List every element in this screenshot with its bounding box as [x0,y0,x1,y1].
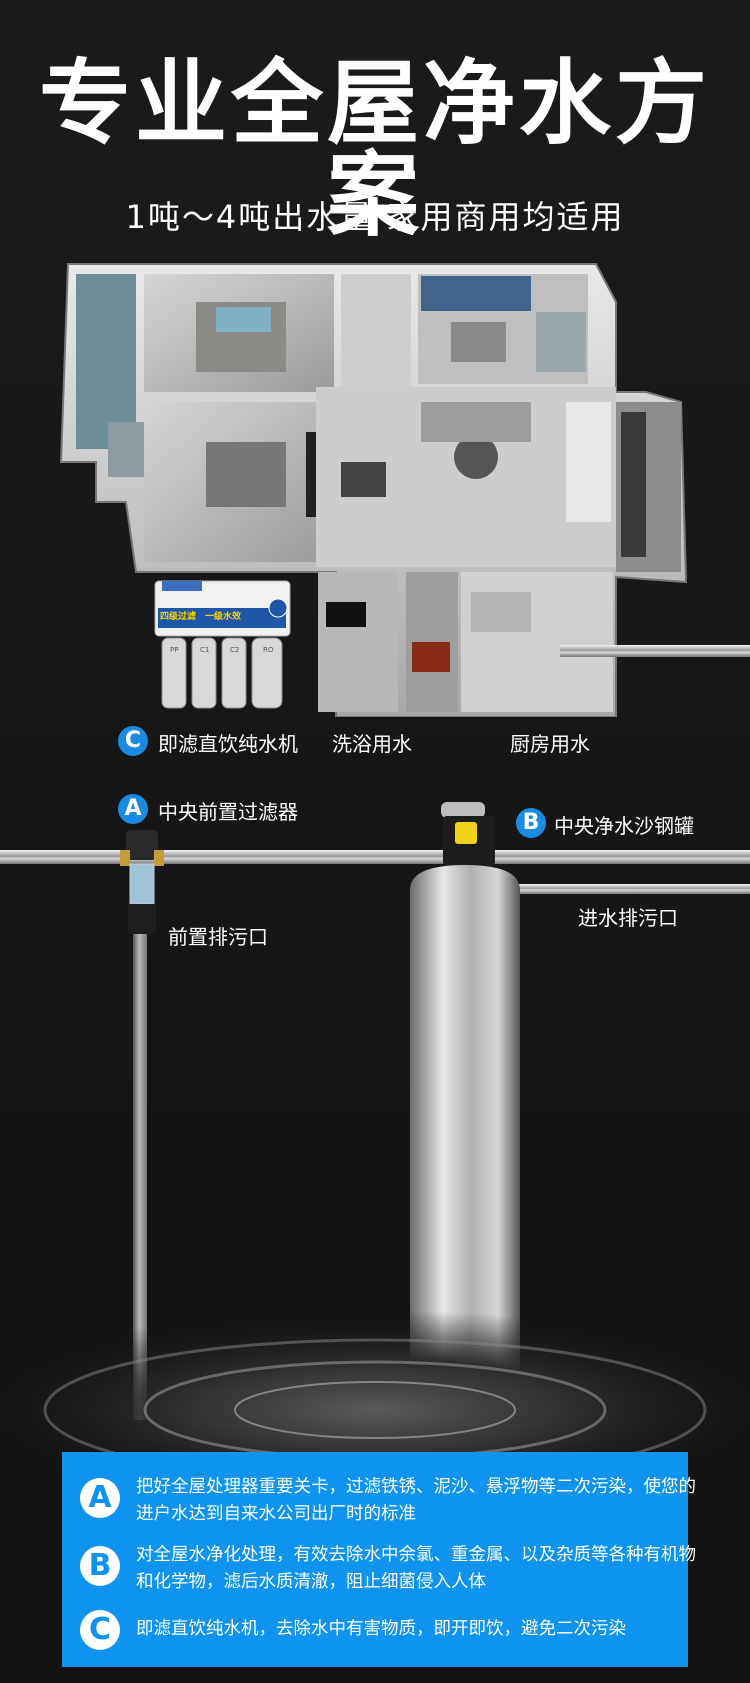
floorplan-illustration [59,263,688,717]
info-text-a: 把好全屋处理器重要关卡，过滤铁锈、泥沙、悬浮物等二次污染，使您的进户水达到自来水… [136,1477,696,1524]
ro-purifier-illustration [154,580,291,709]
info-panel: A 把好全屋处理器重要关卡，过滤铁锈、泥沙、悬浮物等二次污染，使您的进户水达到自… [62,1452,696,1667]
front-filter-illustration [120,830,164,934]
info-text-b: 对全屋水净化处理，有效去除水中余氯、重金属、以及杂质等各种有机物和化学物，滤后水… [136,1545,696,1592]
purifier-stage-pp: PP [170,646,179,654]
purifier-stage-c2: C2 [230,646,240,654]
label-bath-water: 洗浴用水 [332,732,412,756]
label-inlet-drain: 进水排污口 [578,906,678,930]
label-c-point: 即滤直饮纯水机 [158,732,298,756]
purifier-stage-c1: C1 [200,646,210,654]
front-drain-pipe [133,930,147,1420]
page-subtitle: 1吨～4吨出水量 家用商用均适用 [125,198,625,236]
purifier-brand-text: 四级过滤 [160,612,197,622]
info-text-c: 即滤直饮纯水机，去除水中有害物质，即开即饮，避免二次污染 [136,1619,626,1639]
label-kitchen-water: 厨房用水 [510,732,590,756]
badge-a: A [118,794,148,824]
purifier-grade-text: 一级水效 [205,612,242,622]
label-a-point: 中央前置过滤器 [158,800,298,824]
info-badge-c: C [80,1610,120,1650]
label-b-point: 中央净水沙钢罐 [554,814,694,838]
info-badge-b: B [80,1546,120,1586]
inlet-pipe [465,884,750,894]
info-badge-a: A [80,1478,120,1518]
page-title: 专业全屋净水方案 [38,50,711,249]
purifier-stage-ro: RO [263,646,274,654]
badge-c: C [118,726,148,756]
badge-b: B [516,808,546,838]
label-front-drain: 前置排污口 [168,925,268,949]
main-water-pipe [0,850,750,864]
house-water-pipe [560,645,750,657]
